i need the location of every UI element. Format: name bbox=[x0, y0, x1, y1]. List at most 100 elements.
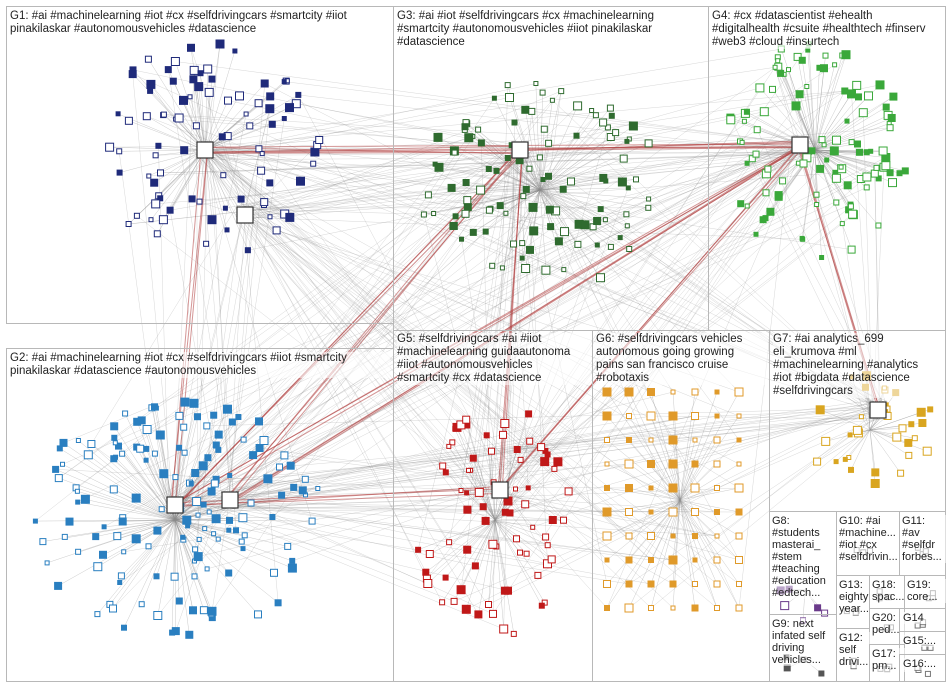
network-node[interactable] bbox=[499, 624, 509, 634]
network-node[interactable] bbox=[691, 388, 699, 396]
network-node[interactable] bbox=[540, 457, 550, 467]
network-node[interactable] bbox=[624, 138, 630, 144]
network-node[interactable] bbox=[908, 421, 915, 428]
network-node[interactable] bbox=[144, 55, 152, 63]
network-node[interactable] bbox=[155, 142, 162, 149]
network-node[interactable] bbox=[290, 483, 298, 491]
network-node[interactable] bbox=[153, 230, 161, 238]
network-node[interactable] bbox=[752, 150, 760, 158]
network-node[interactable] bbox=[612, 129, 620, 137]
network-node[interactable] bbox=[692, 557, 698, 563]
network-node[interactable] bbox=[594, 242, 600, 248]
network-node[interactable] bbox=[713, 460, 721, 468]
network-node[interactable] bbox=[536, 154, 543, 161]
network-node[interactable] bbox=[513, 535, 520, 543]
network-node[interactable] bbox=[898, 424, 907, 433]
network-node[interactable] bbox=[188, 195, 196, 203]
network-node[interactable] bbox=[692, 533, 698, 539]
network-node[interactable] bbox=[310, 160, 317, 167]
network-node[interactable] bbox=[772, 64, 778, 70]
network-node[interactable] bbox=[766, 207, 775, 216]
network-node[interactable] bbox=[301, 475, 309, 483]
network-node[interactable] bbox=[737, 200, 745, 208]
network-node[interactable] bbox=[558, 88, 565, 95]
network-node[interactable] bbox=[526, 437, 534, 445]
network-node[interactable] bbox=[241, 532, 248, 539]
network-node[interactable] bbox=[517, 456, 524, 463]
network-node[interactable] bbox=[32, 518, 38, 524]
network-node[interactable] bbox=[626, 437, 632, 443]
network-node[interactable] bbox=[633, 176, 639, 183]
network-node[interactable] bbox=[199, 606, 208, 615]
network-node[interactable] bbox=[624, 387, 634, 397]
network-node[interactable] bbox=[744, 160, 750, 166]
network-node[interactable] bbox=[158, 506, 165, 513]
network-node[interactable] bbox=[228, 418, 236, 426]
network-node[interactable] bbox=[189, 398, 199, 408]
network-node[interactable] bbox=[180, 534, 186, 540]
network-node[interactable] bbox=[843, 181, 852, 190]
network-node[interactable] bbox=[474, 610, 483, 619]
network-node[interactable] bbox=[769, 85, 776, 93]
network-node[interactable] bbox=[852, 425, 862, 435]
network-node[interactable] bbox=[625, 532, 633, 540]
hub-node[interactable] bbox=[791, 136, 809, 154]
network-node[interactable] bbox=[838, 164, 844, 170]
network-node[interactable] bbox=[179, 95, 188, 105]
hub-node[interactable] bbox=[196, 141, 214, 159]
network-node[interactable] bbox=[153, 611, 163, 620]
network-node[interactable] bbox=[904, 438, 913, 447]
network-node[interactable] bbox=[246, 122, 254, 130]
network-node[interactable] bbox=[863, 184, 870, 191]
network-node[interactable] bbox=[235, 414, 242, 420]
network-node[interactable] bbox=[648, 485, 654, 491]
network-node[interactable] bbox=[315, 486, 321, 491]
network-node[interactable] bbox=[109, 604, 117, 613]
network-node[interactable] bbox=[528, 202, 538, 212]
network-node[interactable] bbox=[526, 245, 534, 254]
network-node[interactable] bbox=[691, 460, 699, 468]
network-node[interactable] bbox=[207, 487, 216, 496]
network-node[interactable] bbox=[255, 145, 263, 153]
network-node[interactable] bbox=[626, 246, 633, 252]
network-node[interactable] bbox=[194, 82, 204, 92]
network-node[interactable] bbox=[779, 177, 787, 185]
hub-node[interactable] bbox=[491, 481, 509, 499]
network-node[interactable] bbox=[232, 48, 238, 54]
network-node[interactable] bbox=[118, 517, 127, 526]
network-node[interactable] bbox=[159, 469, 169, 479]
network-node[interactable] bbox=[128, 70, 137, 79]
network-node[interactable] bbox=[545, 172, 552, 180]
network-node[interactable] bbox=[886, 169, 894, 177]
network-node[interactable] bbox=[713, 436, 721, 444]
network-node[interactable] bbox=[54, 581, 63, 590]
network-node[interactable] bbox=[541, 265, 551, 275]
network-node[interactable] bbox=[589, 108, 595, 113]
network-node[interactable] bbox=[439, 599, 446, 606]
network-node[interactable] bbox=[143, 457, 149, 463]
network-node[interactable] bbox=[447, 183, 456, 192]
network-node[interactable] bbox=[60, 461, 65, 467]
network-node[interactable] bbox=[74, 488, 80, 494]
network-node[interactable] bbox=[420, 211, 427, 218]
network-node[interactable] bbox=[198, 461, 208, 471]
network-node[interactable] bbox=[739, 139, 745, 145]
network-node[interactable] bbox=[450, 597, 458, 605]
network-node[interactable] bbox=[110, 422, 119, 431]
network-node[interactable] bbox=[526, 165, 533, 172]
network-node[interactable] bbox=[864, 91, 873, 101]
network-node[interactable] bbox=[211, 531, 217, 537]
network-node[interactable] bbox=[446, 443, 452, 449]
network-node[interactable] bbox=[604, 485, 610, 491]
network-node[interactable] bbox=[464, 490, 470, 496]
network-node[interactable] bbox=[513, 486, 518, 492]
network-node[interactable] bbox=[202, 526, 208, 532]
network-node[interactable] bbox=[265, 104, 275, 114]
network-node[interactable] bbox=[225, 569, 233, 577]
network-node[interactable] bbox=[75, 499, 81, 505]
network-node[interactable] bbox=[734, 483, 744, 493]
network-node[interactable] bbox=[272, 226, 281, 235]
network-node[interactable] bbox=[206, 509, 212, 515]
network-node[interactable] bbox=[564, 487, 573, 496]
network-node[interactable] bbox=[607, 243, 614, 250]
